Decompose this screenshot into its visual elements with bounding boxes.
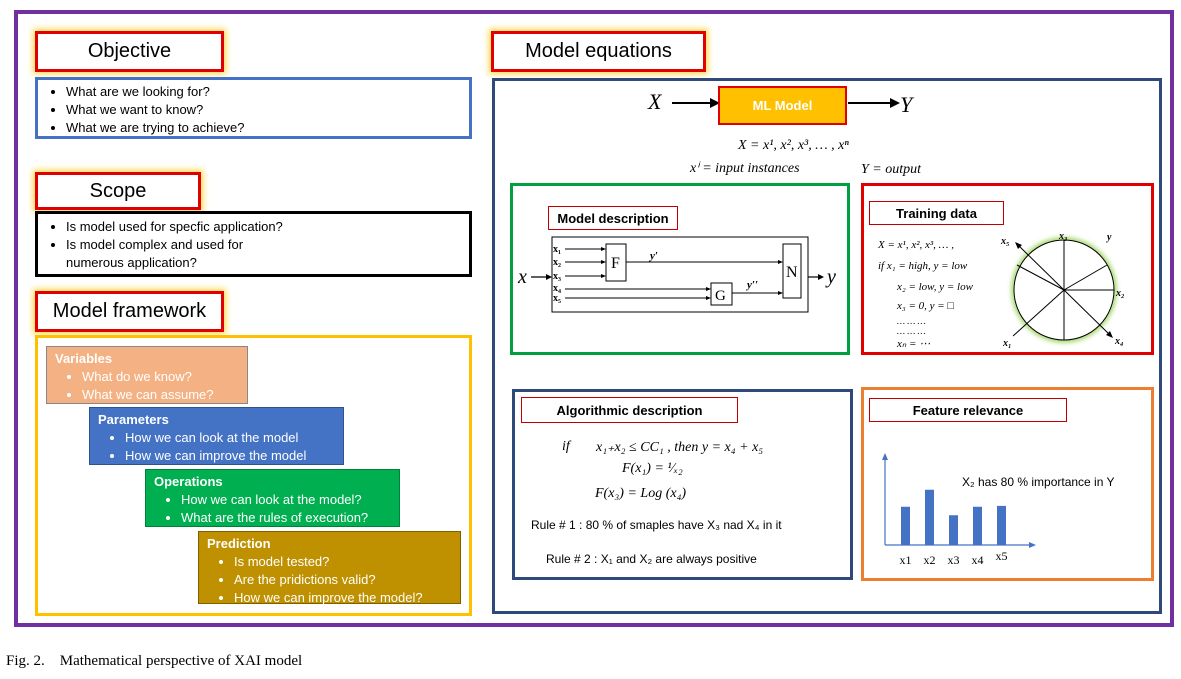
- algo-rule-1: Rule # 1 : 80 % of smaples have X₃ nad X…: [531, 518, 782, 532]
- objective-title: Objective: [35, 31, 224, 72]
- radar-label-x1: x₁: [1002, 338, 1012, 349]
- algo-rule-2: Rule # 2 : X₁ and X₂ are always positive: [546, 552, 757, 566]
- model-description-title: Model description: [548, 206, 678, 230]
- model-flow-diagram: x x₁ x₂ x₃ x₄ x₅ F G y′ y′′ N y: [517, 236, 836, 313]
- flow-f-block: F: [611, 255, 620, 272]
- radar-label-x5: x₅: [1000, 236, 1010, 247]
- algo-equation-1: x₁₊x₂ ≤ CC₁ , then y = x₄ + x₅: [596, 440, 764, 455]
- x-definition: X = x¹, x², x³, … , xⁿ: [738, 138, 849, 153]
- training-line: if x₁ = high, y = low: [878, 260, 968, 272]
- stage-item: How we can look at the model: [125, 429, 335, 447]
- stage-item: What do we know?: [82, 368, 239, 386]
- bar-x1: [901, 506, 910, 545]
- training-line: … … …: [897, 316, 926, 326]
- ml-model-box: ML Model: [718, 86, 847, 125]
- feature-bar-chart: x1 x2 x3 x4 x5: [882, 453, 1036, 567]
- flow-y1-label: y′: [648, 250, 658, 262]
- scope-item: Is model used for specfic application?: [66, 218, 463, 236]
- tick-label-x4: x4: [972, 553, 984, 567]
- output-y-label: Y: [900, 92, 913, 117]
- scope-title: Scope: [35, 172, 201, 210]
- figure-caption: Fig. 2. Mathematical perspective of XAI …: [6, 653, 303, 669]
- objective-item: What we are trying to achieve?: [66, 119, 463, 137]
- radar-label-y: y: [1106, 232, 1112, 243]
- training-line: … … …: [897, 326, 926, 336]
- algo-if-keyword: if: [562, 439, 570, 454]
- feature-relevance-note: X₂ has 80 % importance in Y: [962, 475, 1115, 489]
- stage-item: How we can improve the model: [125, 447, 335, 465]
- flow-input-x2: x₂: [553, 257, 561, 268]
- stage-parameters: Parameters How we can look at the model …: [89, 407, 344, 465]
- equations-title: Model equations: [491, 31, 706, 72]
- xi-definition: xⁱ = input instances: [690, 161, 800, 176]
- radar-label-x4: x₄: [1114, 336, 1124, 347]
- scope-panel: Is model used for specfic application? I…: [35, 211, 472, 277]
- stage-item: How we can improve the model?: [234, 589, 452, 607]
- flow-y2-label: y′′: [745, 279, 758, 291]
- stage-item: Is model tested?: [234, 553, 452, 571]
- arrow-icon: [672, 98, 720, 108]
- stage-prediction: Prediction Is model tested? Are the prid…: [198, 531, 461, 607]
- training-line: x₂ = low, y = low: [897, 281, 973, 293]
- flow-n-block: N: [786, 264, 798, 281]
- radar-label-x3: x₃: [1058, 231, 1068, 242]
- flow-input-x3: x₃: [553, 271, 561, 282]
- scope-item: Is model complex and used for: [66, 236, 463, 254]
- radar-diagram: x₅ x₃ y x₂ x₄ x₁: [1000, 231, 1125, 349]
- stage-title: Operations: [154, 474, 223, 489]
- input-x-label: X: [648, 89, 662, 114]
- objective-panel: What are we looking for? What we want to…: [35, 77, 472, 139]
- figure-frame: [14, 10, 1174, 627]
- stage-variables: Variables What do we know? What we can a…: [46, 346, 248, 404]
- bar-x2: [925, 489, 934, 545]
- training-data-title: Training data: [869, 201, 1004, 225]
- stage-item: Are the pridictions valid?: [234, 571, 452, 589]
- stage-operations: Operations How we can look at the model?…: [145, 469, 400, 527]
- feature-relevance-title: Feature relevance: [869, 398, 1067, 422]
- bar-x5: [997, 505, 1006, 545]
- tick-label-x3: x3: [948, 553, 960, 567]
- algorithmic-description-title: Algorithmic description: [521, 397, 738, 423]
- algo-equation-2: F(x₁) = ¹⁄ₓ₂: [622, 461, 683, 476]
- radar-label-x2: x₂: [1115, 288, 1125, 299]
- flow-input-x5: x₅: [553, 293, 561, 304]
- framework-title: Model framework: [35, 291, 224, 332]
- bar-x4: [973, 506, 982, 545]
- stage-item: How we can look at the model?: [181, 491, 391, 509]
- objective-item: What we want to know?: [66, 101, 463, 119]
- tick-label-x2: x2: [924, 553, 936, 567]
- y-definition: Y = output: [861, 162, 922, 177]
- flow-g-block: G: [715, 288, 726, 304]
- training-line: x₃ = 0, y = □: [897, 300, 955, 312]
- stage-title: Variables: [55, 351, 113, 366]
- arrow-icon: [848, 98, 900, 108]
- stage-item: What are the rules of execution?: [181, 509, 391, 527]
- scope-item: numerous application?: [66, 255, 197, 270]
- training-line: X = x¹, x², x³, … ,: [878, 239, 954, 251]
- objective-item: What are we looking for?: [66, 83, 463, 101]
- tick-label-x1: x1: [900, 553, 912, 567]
- algo-equation-3: F(x₃) = Log (x₄): [595, 486, 687, 501]
- flow-output-label: y: [825, 266, 836, 288]
- flow-input-x1: x₁: [553, 244, 561, 255]
- bar-x3: [949, 515, 958, 545]
- stage-item: What we can assume?: [82, 386, 239, 404]
- tick-label-x5: x5: [996, 549, 1008, 563]
- flow-input-label: x: [517, 266, 527, 288]
- training-line: xₙ = ⋯: [897, 338, 931, 350]
- stage-title: Parameters: [98, 412, 169, 427]
- stage-title: Prediction: [207, 536, 271, 551]
- flow-input-x4: x₄: [553, 283, 561, 294]
